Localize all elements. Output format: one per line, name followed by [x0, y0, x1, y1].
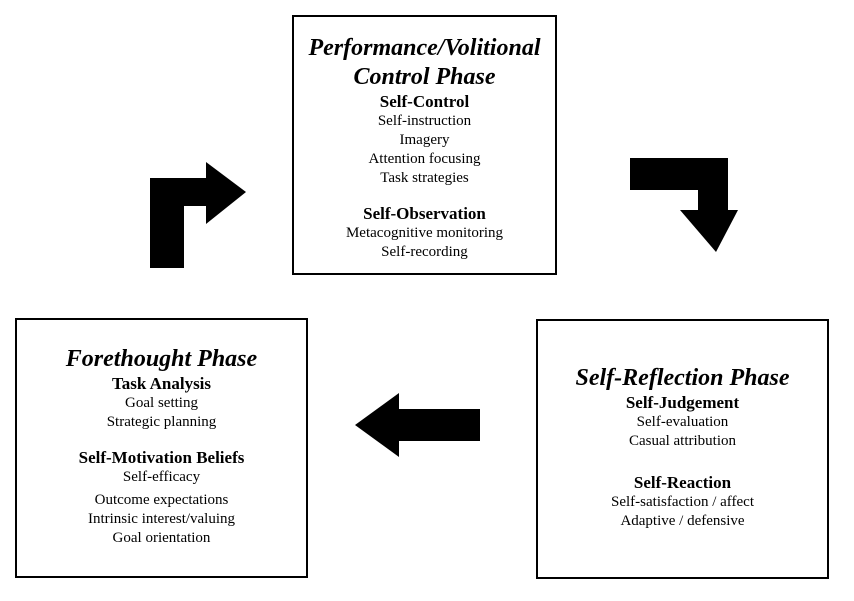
self-reaction-item: Self-satisfaction / affect	[611, 494, 754, 510]
arrow-down-right-icon	[630, 158, 738, 252]
arrow-left-icon	[355, 393, 480, 457]
performance-phase-title-line1: Performance/Volitional	[308, 35, 541, 61]
self-motivation-item: Goal orientation	[112, 530, 211, 546]
self-reaction-heading: Self-Reaction	[633, 473, 732, 492]
self-motivation-heading: Self-Motivation Beliefs	[78, 448, 245, 467]
task-analysis-item: Strategic planning	[106, 414, 217, 430]
self-reaction-item: Adaptive / defensive	[620, 513, 745, 529]
task-analysis-item: Goal setting	[125, 395, 198, 411]
self-control-item: Task strategies	[380, 170, 469, 186]
task-analysis-heading: Task Analysis	[111, 374, 212, 393]
reflection-phase-box: Self-Reflection Phase Self-Judgement Sel…	[536, 319, 829, 579]
self-control-item: Imagery	[399, 132, 450, 148]
self-judgement-item: Self-evaluation	[636, 414, 729, 430]
self-judgement-heading: Self-Judgement	[625, 393, 740, 412]
self-observation-heading: Self-Observation	[363, 204, 486, 223]
self-observation-item: Metacognitive monitoring	[345, 225, 504, 241]
self-control-item: Self-instruction	[377, 113, 472, 129]
performance-phase-box: Performance/Volitional Control Phase Sel…	[292, 15, 557, 275]
self-motivation-item: Outcome expectations	[94, 492, 229, 508]
forethought-phase-title: Forethought Phase	[65, 346, 258, 372]
self-judgement-item: Casual attribution	[628, 433, 737, 449]
self-observation-item: Self-recording	[381, 244, 468, 260]
self-control-item: Attention focusing	[368, 151, 481, 167]
reflection-phase-title: Self-Reflection Phase	[575, 365, 790, 391]
performance-phase-title-line2: Control Phase	[353, 64, 496, 90]
self-control-heading: Self-Control	[379, 92, 470, 111]
self-motivation-item: Self-efficacy	[122, 469, 201, 485]
forethought-phase-box: Forethought Phase Task Analysis Goal set…	[15, 318, 308, 578]
self-motivation-item: Intrinsic interest/valuing	[87, 511, 236, 527]
arrow-up-right-icon	[150, 162, 246, 268]
